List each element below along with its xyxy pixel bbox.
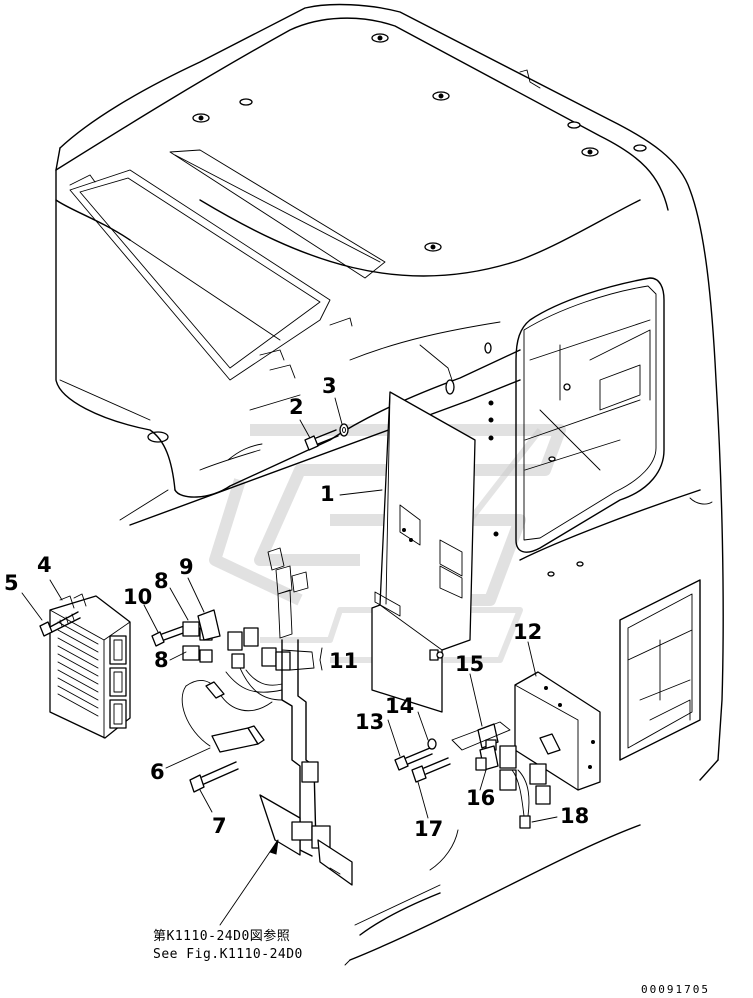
reference-note: 第K1110-24D0図参照 See Fig.K1110-24D0	[153, 928, 303, 963]
bolt-5-icon	[39, 611, 81, 637]
callout-18: 18	[560, 804, 590, 828]
callout-10: 10	[123, 585, 153, 609]
wiring-harness-11	[225, 547, 353, 886]
mounting-bracket-1	[371, 391, 499, 713]
washer-3-icon	[339, 423, 349, 437]
callout-8a: 8	[154, 569, 169, 593]
callout-5: 5	[4, 571, 19, 595]
bolt-7-icon	[189, 761, 239, 793]
callout-8b: 8	[154, 648, 169, 672]
harness-18	[451, 721, 561, 829]
callout-11: 11	[329, 649, 359, 673]
cable-assembly-6	[181, 679, 273, 753]
callout-15: 15	[455, 652, 485, 676]
controller-unit-4	[49, 593, 131, 739]
bracket-9-icon	[197, 609, 221, 641]
reference-arrow-icon	[219, 839, 279, 926]
drawing-number: 00091705	[641, 983, 710, 996]
callout-6: 6	[150, 760, 165, 784]
relay-15-icon	[477, 723, 499, 751]
mounting-bracket-12	[514, 671, 601, 791]
callout-13: 13	[355, 710, 385, 734]
bolt-2-icon	[304, 429, 339, 451]
relay-16-icon	[475, 745, 499, 771]
roof-bolt-icon	[147, 33, 647, 443]
callout-7: 7	[212, 814, 227, 838]
bolt-13-icon	[394, 747, 433, 771]
bolt-10-icon	[151, 625, 187, 647]
callout-4: 4	[37, 553, 52, 577]
callout-12: 12	[513, 620, 543, 644]
callout-9: 9	[179, 555, 194, 579]
callout-16: 16	[466, 786, 496, 810]
cab-shell	[55, 3, 724, 966]
callout-3: 3	[322, 374, 337, 398]
mounting-hole-icon	[402, 400, 499, 542]
heat-sink-fins-icon	[57, 621, 99, 717]
callout-1: 1	[320, 482, 335, 506]
bolt-17-icon	[411, 757, 451, 783]
connector-socket-icon	[109, 635, 127, 729]
callout-17: 17	[414, 817, 444, 841]
reference-note-en: See Fig.K1110-24D0	[153, 946, 303, 962]
washer-14-icon	[427, 738, 437, 750]
callout-14: 14	[385, 694, 415, 718]
reference-note-jp: 第K1110-24D0図参照	[153, 929, 291, 944]
leader-lines	[21, 397, 558, 823]
callout-2: 2	[289, 395, 304, 419]
